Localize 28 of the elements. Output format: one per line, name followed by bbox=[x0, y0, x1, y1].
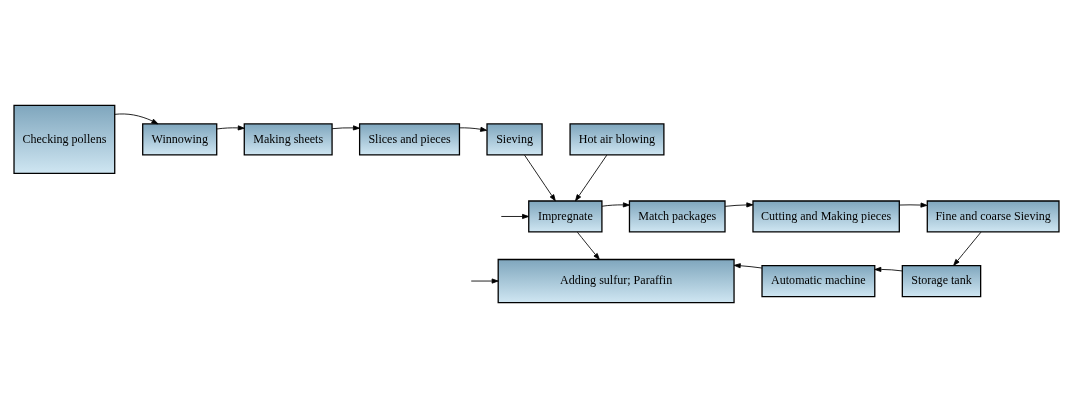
arrow bbox=[733, 262, 763, 268]
arrow bbox=[524, 154, 556, 201]
arrow bbox=[575, 154, 608, 201]
arrow bbox=[724, 201, 754, 207]
arrow bbox=[470, 278, 499, 284]
node-box: Cutting and Making pieces bbox=[752, 199, 900, 233]
node-box: Winnowing bbox=[142, 122, 218, 156]
node-box: Checking pollens bbox=[13, 104, 116, 174]
arrow bbox=[331, 124, 360, 130]
arrow bbox=[874, 266, 903, 272]
node-box: Match packages bbox=[628, 199, 726, 233]
node-box: Sieving bbox=[486, 122, 543, 156]
node-box: Storage tank bbox=[901, 264, 982, 297]
arrow bbox=[576, 231, 600, 260]
arrow bbox=[899, 202, 928, 208]
arrow bbox=[500, 213, 529, 219]
arrow bbox=[459, 126, 488, 132]
node-box: Slices and pieces bbox=[358, 122, 461, 156]
arrow bbox=[114, 113, 159, 124]
node-box: Hot air blowing bbox=[569, 122, 665, 156]
node-box: Making sheets bbox=[243, 122, 333, 156]
node-box: Impregnate bbox=[528, 199, 603, 233]
arrow bbox=[601, 201, 630, 207]
arrow bbox=[216, 124, 245, 130]
arrow bbox=[953, 231, 982, 266]
node-box: Adding sulfur; Paraffin bbox=[497, 258, 735, 303]
node-box: Automatic machine bbox=[761, 264, 876, 297]
node-box: Fine and coarse Sieving bbox=[926, 199, 1060, 233]
